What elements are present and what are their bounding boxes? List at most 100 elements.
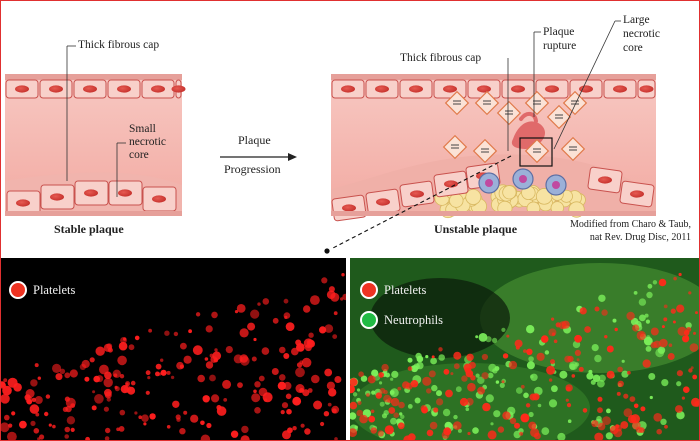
neutrophil-spot bbox=[472, 427, 479, 434]
platelet-spot bbox=[682, 335, 690, 343]
platelet-spot bbox=[257, 302, 261, 306]
stable-top-endothelium bbox=[5, 79, 186, 99]
platelet-spot bbox=[223, 398, 228, 402]
neutrophil-dot-icon bbox=[360, 311, 378, 329]
platelet-spot bbox=[626, 311, 635, 321]
platelet-spot bbox=[285, 322, 295, 331]
platelet-spot bbox=[561, 320, 570, 329]
unstable-vessel bbox=[331, 74, 656, 222]
platelet-spot bbox=[285, 393, 292, 400]
neutrophil-spot bbox=[528, 411, 534, 418]
neutrophil-spot bbox=[630, 317, 639, 326]
platelet-spot bbox=[192, 345, 203, 356]
progression-arrow-head bbox=[288, 153, 297, 161]
neutrophil-spot bbox=[676, 411, 685, 420]
stable-title: Stable plaque bbox=[54, 222, 124, 236]
platelet-spot bbox=[328, 388, 337, 397]
platelet-spot bbox=[118, 341, 128, 351]
platelet-spot bbox=[422, 376, 432, 386]
necrotic-core bbox=[434, 183, 586, 219]
platelet-spot bbox=[688, 368, 693, 373]
platelet-spot bbox=[211, 394, 220, 403]
platelet-spot bbox=[283, 381, 292, 390]
cell-nucleus bbox=[117, 85, 131, 93]
platelet-spot bbox=[34, 396, 43, 404]
neutrophil-spot bbox=[661, 379, 669, 387]
zoom-pointer-dot bbox=[324, 248, 330, 254]
platelet-spot bbox=[632, 324, 640, 332]
platelet-spot bbox=[155, 363, 162, 370]
platelet-spot bbox=[254, 407, 261, 414]
chemokine-glyph bbox=[555, 114, 563, 119]
platelet-spot bbox=[283, 353, 290, 359]
cell-nucleus bbox=[171, 85, 186, 93]
neutrophil-spot bbox=[569, 363, 576, 370]
platelet-spot bbox=[1, 394, 10, 404]
platelet-spot bbox=[546, 365, 556, 375]
platelet-spot bbox=[523, 349, 527, 353]
platelet-spot bbox=[180, 342, 187, 350]
platelet-spot bbox=[359, 414, 368, 424]
macrophages bbox=[478, 168, 567, 196]
platelet-spot bbox=[104, 391, 112, 399]
neutrophil-spot bbox=[379, 401, 385, 407]
cell-nucleus bbox=[613, 85, 627, 93]
platelet-spot bbox=[62, 406, 68, 412]
platelet-spot bbox=[397, 386, 402, 391]
top-divider bbox=[1, 256, 699, 258]
platelet-spot bbox=[34, 363, 39, 368]
rupture-label-2: rupture bbox=[543, 40, 577, 52]
platelet-spot bbox=[407, 366, 413, 371]
platelet-spot bbox=[11, 411, 16, 416]
neutrophil-spot bbox=[541, 427, 550, 435]
platelet-spot bbox=[453, 363, 460, 370]
platelet-spot bbox=[254, 381, 261, 388]
platelet-spot bbox=[576, 358, 580, 362]
platelet-spot bbox=[55, 373, 63, 381]
platelet-spot bbox=[35, 412, 40, 417]
neutrophil-spot bbox=[621, 370, 629, 378]
platelet-spot bbox=[292, 426, 297, 431]
platelet-spot bbox=[565, 398, 569, 402]
neutrophil-spot bbox=[528, 356, 534, 362]
neutrophil-spot bbox=[621, 359, 625, 363]
platelet-spot bbox=[30, 379, 38, 387]
platelet-spot bbox=[661, 325, 665, 329]
unstable-bottom-wall bbox=[331, 211, 656, 216]
platelet-spot bbox=[520, 413, 530, 423]
platelet-spot bbox=[197, 374, 205, 383]
platelet-spot bbox=[105, 427, 111, 434]
neutrophil-spot bbox=[646, 291, 653, 299]
platelet-spot bbox=[393, 412, 399, 418]
platelet-spot bbox=[566, 403, 572, 408]
neutrophil-spot bbox=[453, 414, 458, 420]
platelet-spot bbox=[237, 382, 243, 388]
platelet-spot bbox=[548, 328, 557, 337]
chemokine-markers bbox=[442, 90, 588, 164]
platelet-spot bbox=[690, 366, 694, 370]
platelet-spot bbox=[307, 339, 315, 348]
platelet-spot bbox=[281, 402, 289, 409]
platelet-spot bbox=[29, 404, 40, 414]
credit-line-1: Modified from Charo & Taub, bbox=[569, 219, 691, 230]
neutrophil-spot bbox=[413, 363, 420, 370]
unstable-title: Unstable plaque bbox=[434, 222, 518, 236]
chemokine-diamond bbox=[524, 138, 550, 164]
platelet-spot bbox=[502, 353, 509, 359]
platelet-spot bbox=[310, 295, 320, 305]
platelet-spot bbox=[239, 328, 249, 338]
platelet-spot bbox=[514, 422, 520, 429]
neutrophil-spot bbox=[548, 399, 558, 408]
platelet-spot bbox=[459, 397, 469, 407]
lipid-droplet bbox=[449, 193, 464, 208]
platelet-spot bbox=[602, 416, 611, 425]
platelet-spot bbox=[251, 393, 261, 403]
core-label-1: Large bbox=[623, 14, 650, 26]
dark-region bbox=[370, 278, 510, 358]
stable-bottom-wall bbox=[5, 211, 182, 216]
platelet-spot bbox=[91, 405, 97, 411]
neutrophil-spot bbox=[648, 373, 656, 380]
cell-nucleus bbox=[545, 85, 559, 93]
chemokine-diamond bbox=[444, 90, 470, 116]
